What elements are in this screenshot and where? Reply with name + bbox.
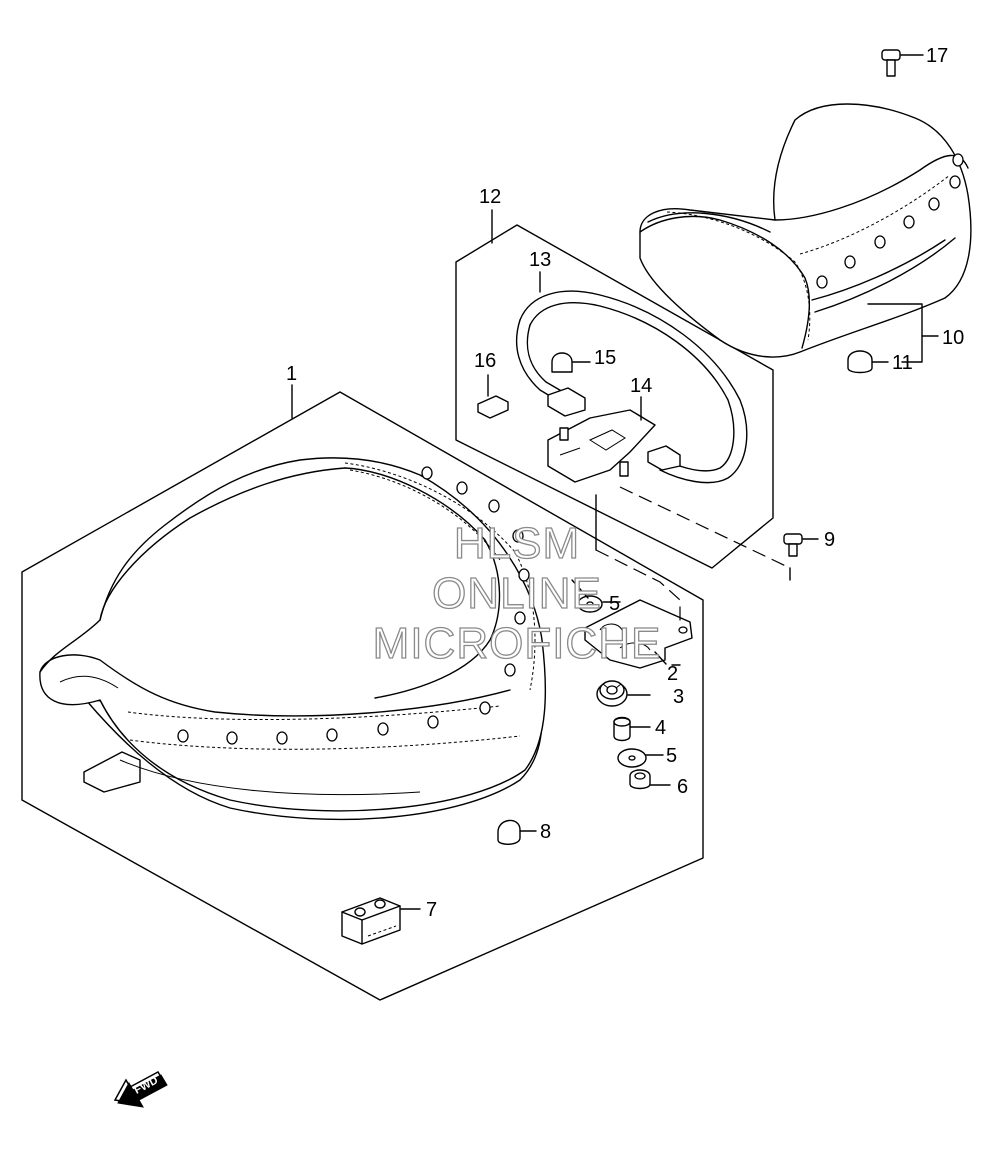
callout-14: 14	[630, 375, 652, 397]
callout-7: 7	[426, 899, 437, 921]
callout-13: 13	[529, 249, 551, 271]
nut-6	[629, 769, 671, 790]
callout-15: 15	[594, 347, 616, 369]
callout-2: 2	[667, 663, 678, 685]
washer-5a	[577, 595, 621, 613]
callout-3: 3	[673, 686, 684, 708]
leader-lines	[291, 209, 939, 666]
callout-4: 4	[655, 717, 666, 739]
pad-16	[477, 374, 509, 419]
watermark-line-3: MICROFICHE	[373, 619, 662, 668]
watermark-line-1: HLSM	[454, 519, 580, 568]
callout-17: 17	[926, 45, 948, 67]
callout-8: 8	[540, 821, 551, 843]
main-seat	[39, 457, 547, 821]
clamp-7	[341, 897, 421, 945]
collar-4	[613, 716, 651, 742]
watermark-line-2: ONLINE	[432, 569, 602, 618]
rear-seat	[639, 103, 972, 358]
seat-bracket-2	[584, 599, 693, 669]
callout-1: 1	[286, 363, 297, 385]
callout-12: 12	[479, 186, 501, 208]
cushion-8	[497, 819, 537, 845]
cushion-11	[847, 350, 889, 374]
callout-11: 11	[892, 352, 913, 374]
main-seat-group-outline	[21, 391, 704, 1001]
seat-studs	[177, 466, 530, 745]
callout-9: 9	[824, 529, 835, 551]
callout-10: 10	[942, 327, 964, 349]
callout-labels: 1 2 3 4 5 5 6 7 8 9 10 11 12 13 14 15 16…	[286, 45, 964, 921]
backrest-bracket	[547, 409, 656, 483]
nut-15	[551, 352, 591, 373]
watermark: HLSM ONLINE MICROFICHE	[372, 518, 662, 668]
bolt-9	[783, 533, 819, 557]
callout-5b: 5	[666, 745, 677, 767]
backrest-frame	[515, 290, 748, 484]
fwd-arrow-icon: FWD	[113, 1071, 168, 1108]
callout-6: 6	[677, 776, 688, 798]
grommet-3	[596, 680, 651, 707]
callout-16: 16	[474, 350, 496, 372]
callout-5a: 5	[609, 593, 620, 615]
bolt-17	[881, 49, 924, 77]
washer-5b	[617, 748, 664, 768]
backrest-group-outline	[455, 224, 774, 569]
